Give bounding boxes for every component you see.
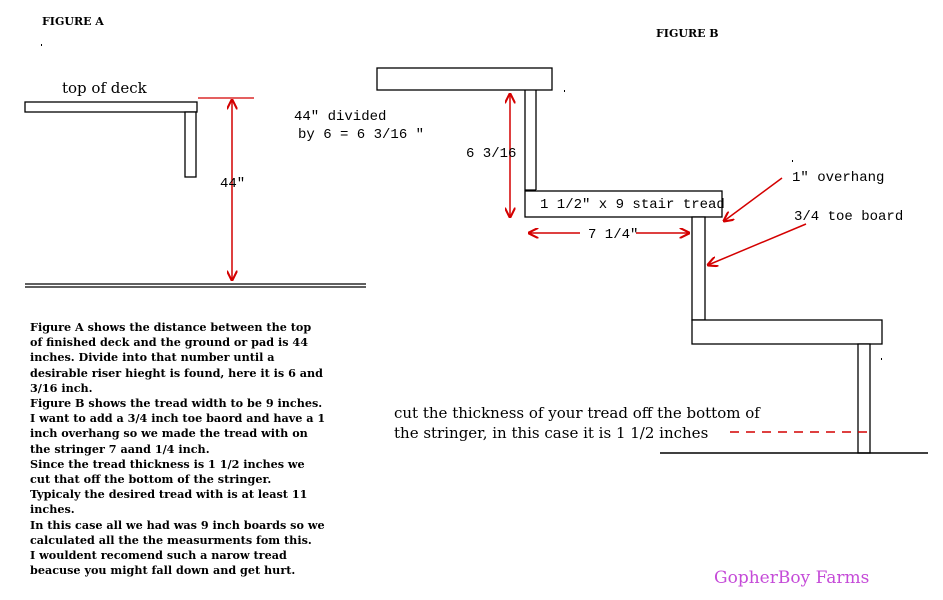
cut-note-line-2: the stringer, in this case it is 1 1/2 i… <box>394 424 708 442</box>
tread-label: 1 1/2" x 9 stair tread <box>540 197 725 213</box>
height-label: 44" <box>220 176 245 192</box>
description-line: inches. <box>30 502 75 517</box>
dot-mark <box>564 90 565 92</box>
overhang-pointer <box>724 177 783 221</box>
stringer-riser-2 <box>691 216 706 321</box>
description-line: of finished deck and the ground or pad i… <box>30 335 308 350</box>
dot-mark <box>792 160 793 162</box>
cut-note-line-1: cut the thickness of your tread off the … <box>394 404 761 422</box>
run-label: 7 1/4" <box>588 227 638 243</box>
description-line: In this case all we had was 9 inch board… <box>30 517 325 532</box>
overhang-label: 1" overhang <box>792 170 884 186</box>
description-line: Figure B shows the tread width to be 9 i… <box>30 396 323 411</box>
dot-mark <box>41 44 42 46</box>
division-note-line-2: by 6 = 6 3/16 " <box>298 127 424 143</box>
description-line: Since the tread thickness is 1 1/2 inche… <box>30 456 305 471</box>
description-line: desirable riser hieght is found, here it… <box>30 365 323 380</box>
description-line: Figure A shows the distance between the … <box>30 320 312 334</box>
riser-label: 6 3/16 <box>466 146 516 162</box>
description-line: Typicaly the desired tread with is at le… <box>30 487 308 502</box>
deck-joist <box>184 111 197 178</box>
description-line: I want to add a 3/4 inch toe baord and h… <box>30 411 326 426</box>
figure-a-title: FIGURE A <box>42 15 104 28</box>
description-text: Figure A shows the distance between the … <box>30 320 360 578</box>
description-line: inch overhang so we made the tread with … <box>30 426 308 441</box>
division-note-line-1: 44" divided <box>294 109 386 125</box>
brand-watermark: GopherBoy Farms <box>714 568 870 588</box>
toe-board-pointer <box>708 223 807 265</box>
stair-tread-1 <box>524 190 723 218</box>
figure-b-title: FIGURE B <box>656 27 719 40</box>
description-line: inches. Divide into that number until a <box>30 350 275 365</box>
stringer-upper-left <box>524 90 536 191</box>
top-deck-board <box>376 67 553 91</box>
deck-label: top of deck <box>62 79 148 97</box>
description-line: I wouldent recomend such a narow tread <box>30 548 287 563</box>
description-line: 3/16 inch. <box>30 380 93 395</box>
deck-board <box>24 101 198 113</box>
description-line: beacuse you might fall down and get hurt… <box>30 563 296 578</box>
stringer-bottom-riser <box>857 343 871 454</box>
stair-tread-2 <box>691 319 883 345</box>
description-line: cut that off the bottom of the stringer. <box>30 472 272 487</box>
dot-mark <box>881 358 882 360</box>
toe-board-label: 3/4 toe board <box>794 209 903 225</box>
description-line: the stringer 7 aand 1/4 inch. <box>30 441 210 456</box>
description-line: calculated all the the measurments fom t… <box>30 532 312 547</box>
